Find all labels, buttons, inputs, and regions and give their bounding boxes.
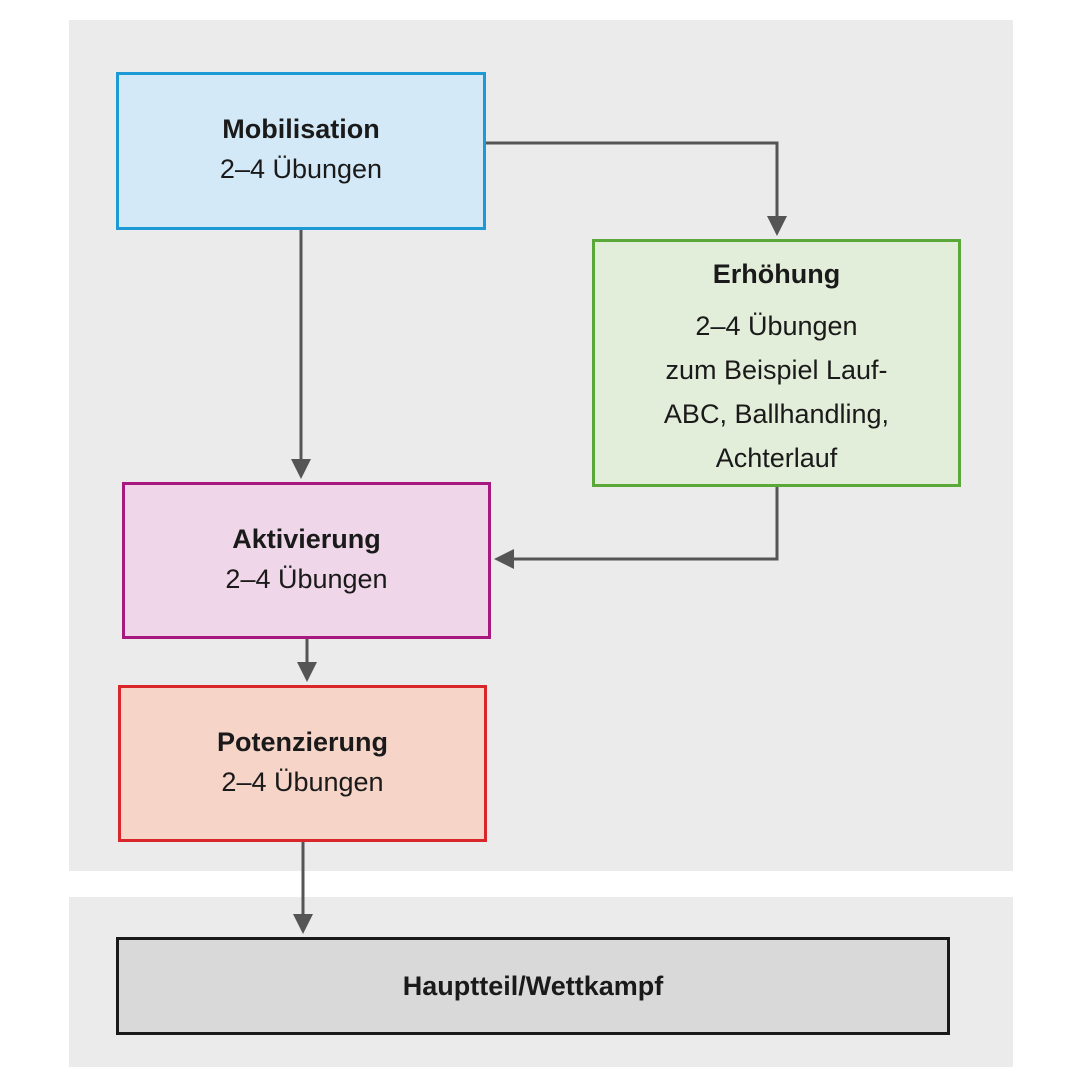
node-text: Achterlauf [715, 443, 838, 473]
node-hauptteil: Hauptteil/Wettkampf [116, 937, 950, 1035]
node-title: Erhöhung [712, 259, 841, 289]
node-text: 2–4 Übungen [219, 154, 383, 184]
node-title: Potenzierung [216, 726, 388, 757]
node-potenzierung: Potenzierung 2–4 Übungen [118, 685, 487, 842]
node-text: ABC, Ballhandling, [663, 399, 890, 429]
node-title: Aktivierung [232, 523, 381, 554]
node-text: 2–4 Übungen [221, 766, 384, 797]
node-mobilisation: Mobilisation 2–4 Übungen [116, 72, 486, 230]
node-aktivierung: Aktivierung 2–4 Übungen [122, 482, 491, 639]
node-text: 2–4 Übungen [225, 563, 388, 594]
node-title: Hauptteil/Wettkampf [402, 971, 664, 1001]
node-title: Mobilisation [222, 114, 380, 144]
node-text: 2–4 Übungen [695, 311, 858, 341]
node-text: zum Beispiel Lauf- [665, 355, 888, 385]
node-erhoehung: Erhöhung 2–4 Übungen zum Beispiel Lauf- … [592, 239, 961, 487]
